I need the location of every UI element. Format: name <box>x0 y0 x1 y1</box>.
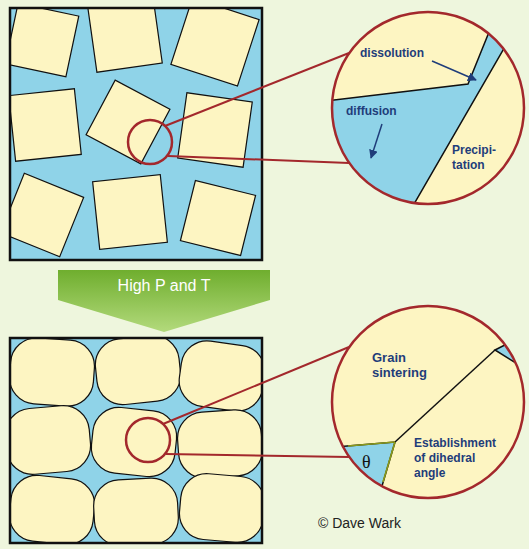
zoom-leader <box>166 454 349 457</box>
dissolution-arrow <box>432 61 476 80</box>
sintered-grains <box>10 338 262 543</box>
grain <box>93 338 183 407</box>
grain <box>92 477 179 543</box>
zoom-grains <box>332 306 524 498</box>
process-label: Grain sintering <box>372 350 438 380</box>
zoom-leader <box>165 53 349 126</box>
process-label: dissolution <box>360 46 440 61</box>
grain <box>176 338 262 415</box>
grain <box>88 8 163 72</box>
grain <box>177 471 262 543</box>
grain <box>10 89 81 162</box>
grain <box>10 338 96 408</box>
pressure-arrow: High P and T <box>58 270 270 332</box>
angle-symbol: θ <box>362 452 384 473</box>
process-label: Establishment of dihedral angle <box>414 436 506 481</box>
process-label: diffusion <box>346 104 421 119</box>
zoom-circle <box>332 12 524 204</box>
zoom-circle <box>332 306 524 498</box>
grain <box>176 408 262 480</box>
grain <box>10 473 97 543</box>
grain <box>10 173 84 256</box>
angular-grains <box>10 8 259 257</box>
zoom-leader <box>163 347 349 424</box>
grain <box>10 8 79 77</box>
grain <box>10 403 93 476</box>
grain <box>180 180 255 255</box>
sample-frame <box>10 8 262 260</box>
grain <box>93 175 168 250</box>
dihedral-tangent <box>348 442 395 446</box>
grain <box>89 405 179 479</box>
growing-grain <box>399 0 529 230</box>
diffusion-arrow <box>371 124 382 158</box>
zoom-grains <box>300 0 529 230</box>
arrow-label: High P and T <box>58 270 270 296</box>
process-label: Precipi-tation <box>452 143 506 173</box>
sample-frame <box>10 338 262 543</box>
copyright-note: © Dave Wark <box>318 514 458 532</box>
dihedral-tangent <box>383 442 395 482</box>
arrow-shape <box>58 270 270 332</box>
zoom-leaders <box>126 53 349 462</box>
grain-boundary <box>395 350 495 442</box>
zoom-leader <box>168 156 349 163</box>
grain <box>171 8 259 86</box>
